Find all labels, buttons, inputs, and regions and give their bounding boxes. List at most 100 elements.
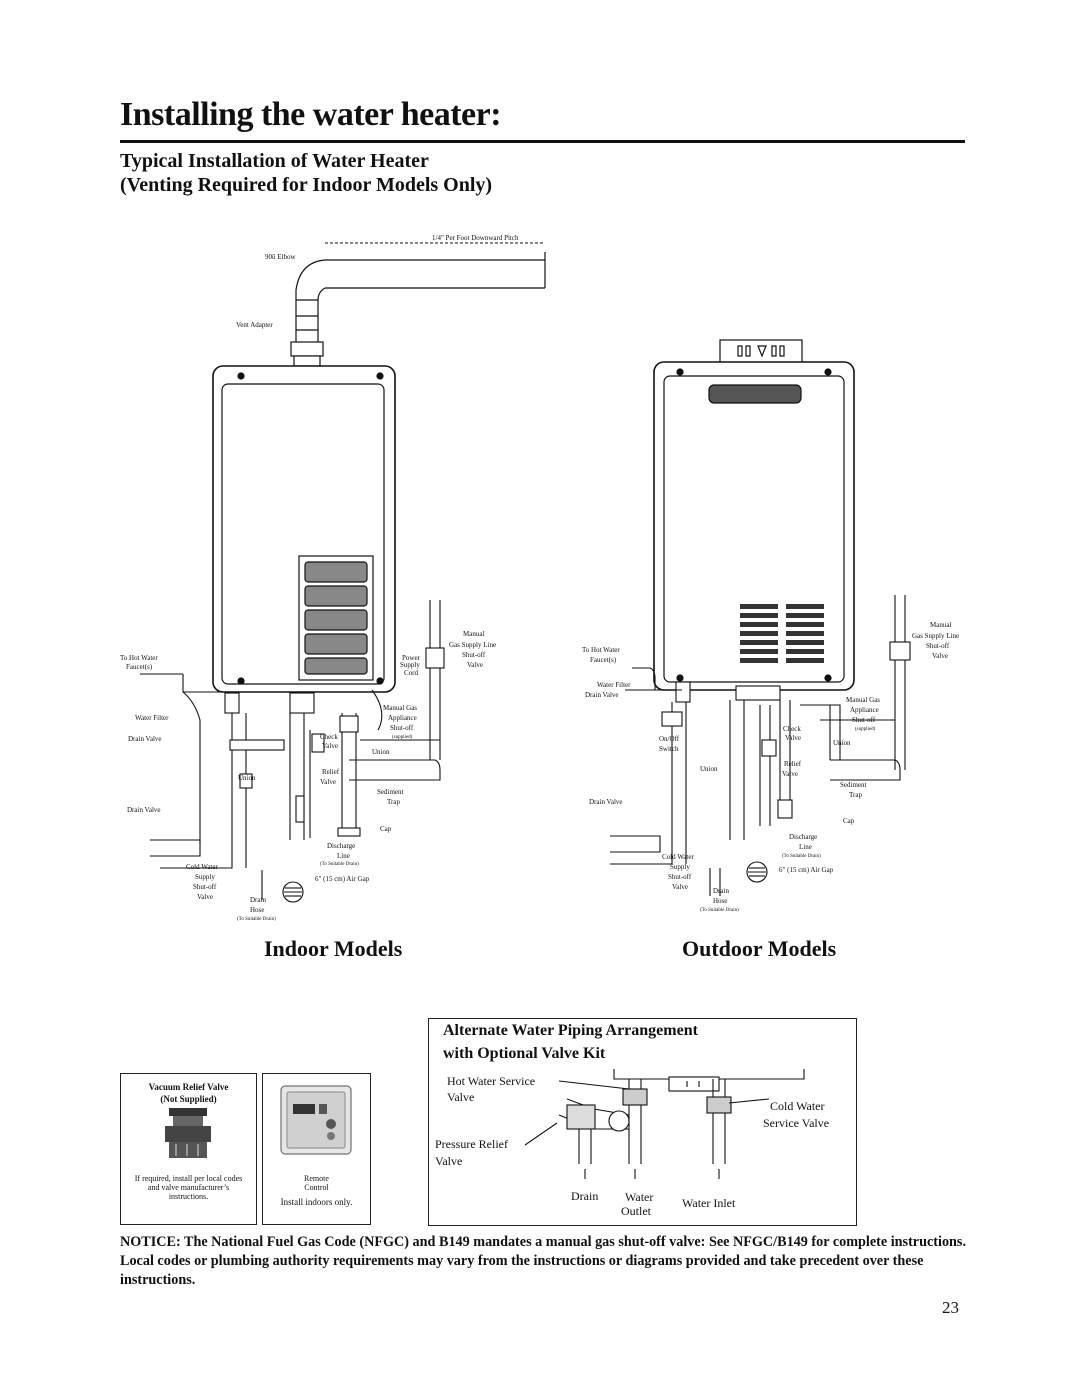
out-label-water-filter: Water Filter bbox=[597, 681, 631, 689]
label-power-3: Cord bbox=[404, 669, 419, 677]
cold-service-label-2: Service Valve bbox=[763, 1116, 830, 1130]
out-label-cap: Cap bbox=[843, 817, 855, 825]
label-appliance-4: (supplied) bbox=[392, 735, 413, 740]
label-hot-water-2: Faucet(s) bbox=[126, 663, 153, 671]
out-label-appliance-2: Appliance bbox=[850, 706, 879, 714]
label-appliance-1: Manual Gas bbox=[383, 704, 417, 712]
outdoor-heater-body bbox=[653, 339, 855, 691]
label-drain-hose-1: Drain bbox=[250, 896, 266, 904]
label-cold-3: Shut-off bbox=[193, 883, 217, 891]
label-drain-hose-3: (To Suitable Drain) bbox=[237, 917, 276, 922]
out-label-sediment-1: Sediment bbox=[840, 781, 866, 789]
water-outlet-label-1: Water bbox=[625, 1190, 654, 1204]
out-label-check-1: Check bbox=[783, 725, 801, 733]
out-label-appliance-1: Manual Gas bbox=[846, 696, 880, 704]
label-cold-4: Valve bbox=[197, 893, 213, 901]
out-label-hot-1: To Hot Water bbox=[582, 646, 620, 654]
water-inlet-label: Water Inlet bbox=[682, 1196, 736, 1210]
label-sediment-1: Sediment bbox=[377, 788, 403, 796]
vacuum-note-3: instructions. bbox=[168, 1192, 209, 1201]
page-title: Installing the water heater: bbox=[120, 96, 502, 133]
out-label-cold-3: Shut-off bbox=[668, 873, 692, 881]
out-label-drain-hose-1: Drain bbox=[713, 887, 729, 895]
remote-note: Install indoors only. bbox=[280, 1197, 353, 1207]
indoor-labels: 1/4" Per Foot Downward Pitch 90û Elbow V… bbox=[120, 234, 519, 922]
vacuum-title-2: (Not Supplied) bbox=[160, 1094, 217, 1104]
hot-service-label-1: Hot Water Service bbox=[447, 1074, 536, 1088]
label-appliance-3: Shut-off bbox=[390, 724, 414, 732]
out-label-relief-2: Valve bbox=[782, 770, 798, 778]
out-label-air-gap: 6" (15 cm) Air Gap bbox=[779, 866, 834, 874]
label-vent-adapter: Vent Adapter bbox=[236, 321, 273, 329]
out-label-appliance-3: Shut-off bbox=[852, 716, 876, 724]
out-label-manual-4: Valve bbox=[932, 652, 948, 660]
pressure-relief-label-1: Pressure Relief bbox=[435, 1137, 508, 1151]
outdoor-piping bbox=[610, 595, 911, 896]
remote-control-icon bbox=[280, 1085, 352, 1155]
notice-text: NOTICE: The National Fuel Gas Code (NFGC… bbox=[120, 1234, 967, 1288]
vacuum-note-1: If required, install per local codes bbox=[134, 1174, 243, 1183]
label-power-1: Power bbox=[402, 654, 421, 662]
label-elbow: 90û Elbow bbox=[265, 253, 296, 261]
label-manual-gas-1: Manual bbox=[463, 630, 484, 638]
out-label-manual-2: Gas Supply Line bbox=[912, 632, 959, 640]
label-manual-gas-2: Gas Supply Line bbox=[449, 641, 496, 649]
label-drain-valve-low: Drain Valve bbox=[127, 806, 161, 814]
indoor-heater-body bbox=[212, 365, 396, 693]
alternate-title-1: Alternate Water Piping Arrangement bbox=[443, 1022, 698, 1039]
label-relief-2: Valve bbox=[320, 778, 336, 786]
out-label-discharge-3: (To Suitable Drain) bbox=[782, 854, 821, 859]
drain-label: Drain bbox=[571, 1189, 599, 1203]
out-label-cold-2: Supply bbox=[670, 863, 690, 871]
label-cap: Cap bbox=[380, 825, 392, 833]
subtitle-line-2: (Venting Required for Indoor Models Only… bbox=[120, 174, 493, 196]
page-number: 23 bbox=[942, 1298, 959, 1317]
hot-service-label-2: Valve bbox=[447, 1090, 475, 1104]
out-label-appliance-4: (supplied) bbox=[855, 727, 876, 732]
label-cold-2: Supply bbox=[195, 873, 215, 881]
label-discharge-3: (To Suitable Drain) bbox=[320, 862, 359, 867]
out-label-onoff-2: Switch bbox=[659, 745, 679, 753]
out-label-check-2: Valve bbox=[785, 734, 801, 742]
out-label-drain-valve-top: Drain Valve bbox=[585, 691, 619, 699]
alternate-title-2: with Optional Valve Kit bbox=[443, 1045, 606, 1062]
label-water-filter: Water Filter bbox=[135, 714, 169, 722]
pressure-relief-label-2: Valve bbox=[435, 1154, 463, 1168]
label-union-left: Union bbox=[238, 774, 256, 782]
out-label-discharge-2: Line bbox=[799, 843, 812, 851]
out-label-relief-1: Relief bbox=[784, 760, 802, 768]
remote-label-2: Control bbox=[304, 1183, 329, 1192]
out-label-sediment-2: Trap bbox=[849, 791, 862, 799]
out-label-onoff-1: On/Off bbox=[659, 735, 680, 743]
label-cold-1: Cold Water bbox=[186, 863, 218, 871]
vacuum-valve-icon bbox=[165, 1108, 211, 1158]
label-discharge-2: Line bbox=[337, 852, 350, 860]
vent-pipe bbox=[290, 242, 546, 367]
subtitle-line-1: Typical Installation of Water Heater bbox=[120, 150, 429, 172]
label-relief-1: Relief bbox=[322, 768, 340, 776]
title-rule bbox=[120, 140, 965, 143]
out-label-manual-3: Shut-off bbox=[926, 642, 950, 650]
out-label-union-right: Union bbox=[833, 739, 851, 747]
label-pitch: 1/4" Per Foot Downward Pitch bbox=[432, 234, 519, 242]
out-label-drain-hose-3: (To Suitable Drain) bbox=[700, 908, 739, 913]
label-appliance-2: Appliance bbox=[388, 714, 417, 722]
indoor-models-heading: Indoor Models bbox=[264, 936, 403, 961]
out-label-drain-valve-low: Drain Valve bbox=[589, 798, 623, 806]
label-manual-gas-3: Shut-off bbox=[462, 651, 486, 659]
label-drain-hose-2: Hose bbox=[250, 906, 264, 914]
label-check-2: Valve bbox=[322, 742, 338, 750]
remote-control-box: Remote Control Install indoors only. bbox=[262, 1073, 371, 1225]
out-label-hot-2: Faucet(s) bbox=[590, 656, 617, 664]
out-label-discharge-1: Discharge bbox=[789, 833, 817, 841]
outdoor-models-heading: Outdoor Models bbox=[682, 936, 837, 961]
out-label-manual-1: Manual bbox=[930, 621, 951, 629]
vacuum-note-2: and valve manufacturer’s bbox=[147, 1183, 230, 1192]
vacuum-title-1: Vacuum Relief Valve bbox=[148, 1082, 229, 1092]
water-outlet-label-2: Outlet bbox=[621, 1204, 651, 1218]
label-sediment-2: Trap bbox=[387, 798, 400, 806]
label-power-2: Supply bbox=[400, 661, 420, 669]
label-manual-gas-4: Valve bbox=[467, 661, 483, 669]
label-union-right: Union bbox=[372, 748, 390, 756]
